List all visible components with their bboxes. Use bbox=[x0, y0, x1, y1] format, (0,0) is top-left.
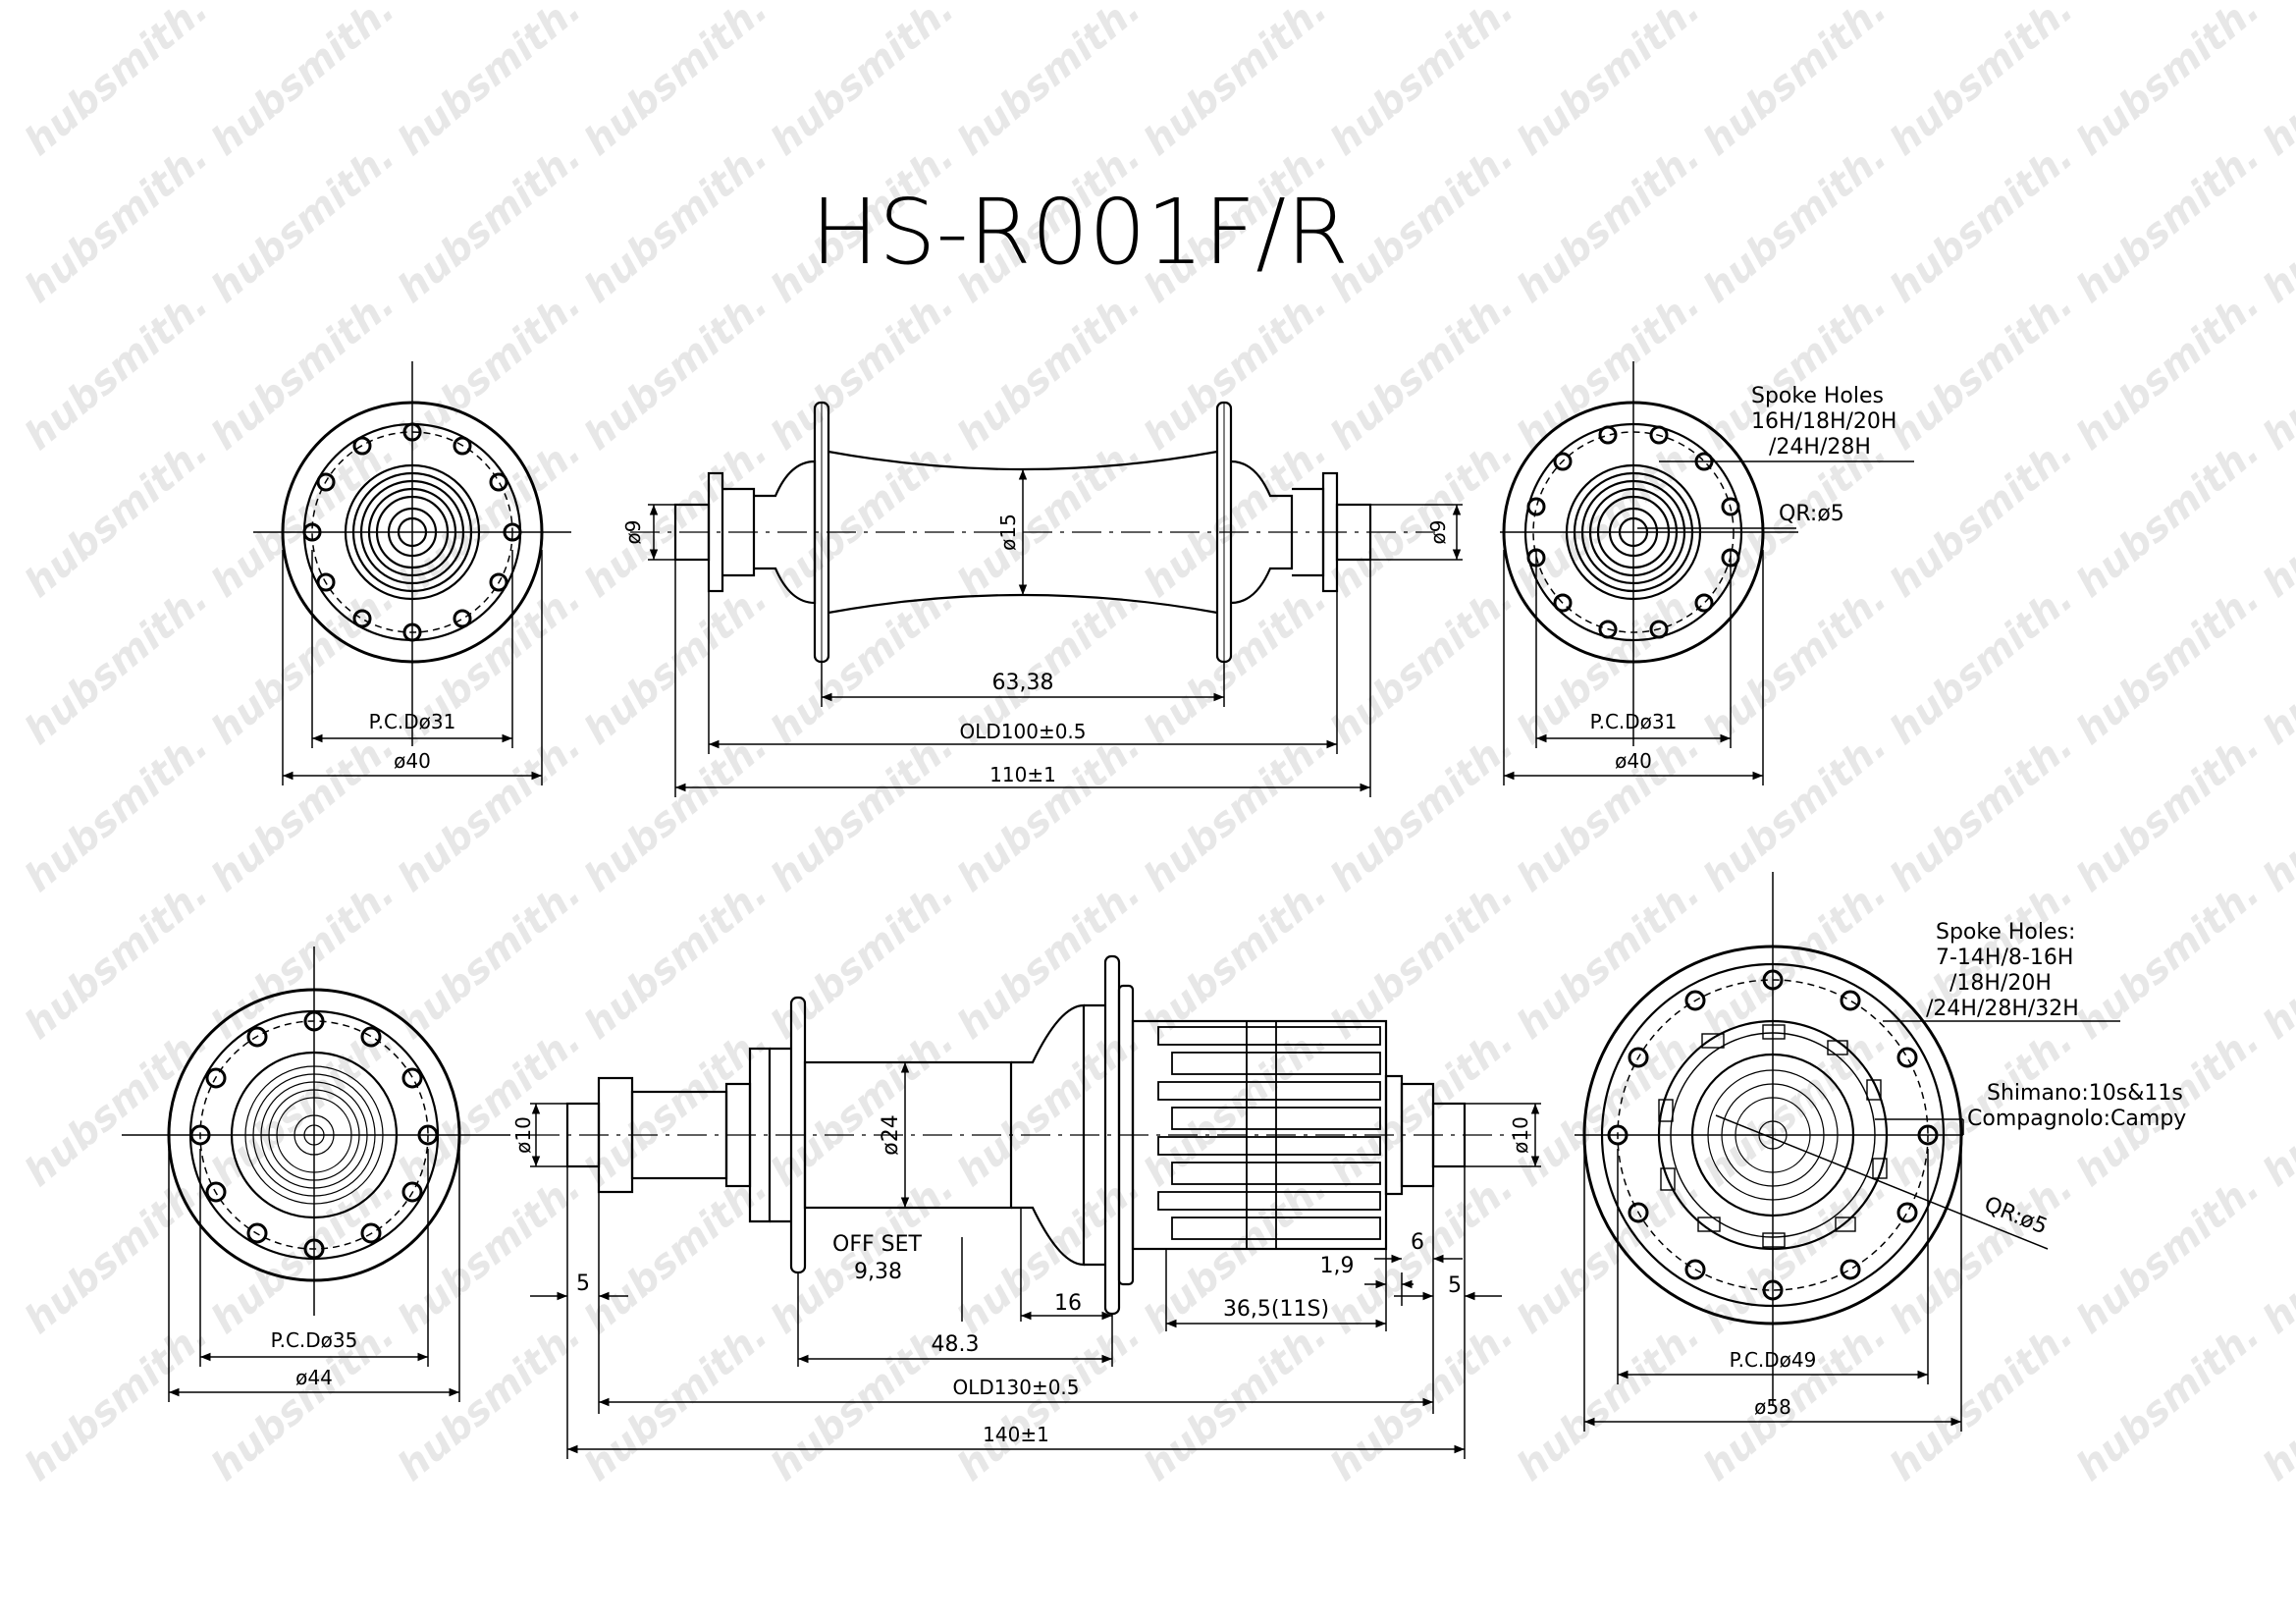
front-hub-side-view bbox=[630, 401, 1463, 797]
rear-right-diameter-label: ø58 bbox=[1754, 1395, 1791, 1419]
rear-old: OLD130±0.5 bbox=[952, 1376, 1079, 1399]
front-qr-label: QR:ø5 bbox=[1779, 502, 1844, 526]
front-right-pcd-label: P.C.Dø31 bbox=[1590, 710, 1678, 733]
front-left-pcd-label: P.C.Dø31 bbox=[369, 710, 456, 733]
rear-axle-right-dia: ø10 bbox=[1509, 1116, 1532, 1154]
spoke-holes bbox=[302, 422, 522, 642]
front-left-flange-view bbox=[253, 361, 571, 785]
rear-spoke-holes-line3: /24H/28H/32H bbox=[1926, 997, 2079, 1021]
rear-left-pcd-label: P.C.Dø35 bbox=[271, 1328, 358, 1352]
rear-dim-5-right: 5 bbox=[1448, 1273, 1462, 1298]
rear-dim-1-9: 1,9 bbox=[1320, 1254, 1355, 1278]
rear-right-flange-view bbox=[1575, 872, 2120, 1432]
drawing-title: HS-R001F/R bbox=[811, 180, 1349, 285]
rear-hub-side-view bbox=[530, 954, 1541, 1459]
front-axle-right-dia: ø9 bbox=[1426, 520, 1450, 545]
front-right-flange-view bbox=[1500, 361, 1914, 785]
rear-left-flange-view bbox=[122, 947, 510, 1402]
rear-offset-value: 9,38 bbox=[854, 1260, 902, 1284]
front-old: OLD100±0.5 bbox=[959, 720, 1086, 743]
rear-spoke-holes-line2: /18H/20H bbox=[1949, 971, 2052, 996]
front-spoke-holes-title: Spoke Holes bbox=[1751, 384, 1884, 408]
spoke-holes bbox=[1607, 969, 1939, 1301]
rear-offset-label: OFF SET bbox=[832, 1232, 922, 1257]
rear-right-pcd-label: P.C.Dø49 bbox=[1730, 1348, 1817, 1372]
front-overall: 110±1 bbox=[989, 763, 1056, 786]
rear-dim-5-left: 5 bbox=[576, 1271, 590, 1296]
front-right-diameter-label: ø40 bbox=[1615, 749, 1652, 773]
rear-dim-36: 36,5(11S) bbox=[1223, 1297, 1329, 1322]
front-spoke-holes-line2: /24H/28H bbox=[1769, 435, 1871, 460]
rear-overall: 140±1 bbox=[983, 1423, 1049, 1446]
rear-dim-16: 16 bbox=[1054, 1291, 1082, 1316]
rear-freehub-line2: Compagnolo:Campy bbox=[1967, 1107, 2186, 1131]
rear-freehub-line1: Shimano:10s&11s bbox=[1987, 1081, 2183, 1106]
front-axle-left-dia: ø9 bbox=[621, 520, 645, 545]
rear-dim-48: 48.3 bbox=[932, 1332, 980, 1357]
freehub-splines bbox=[1157, 1021, 1381, 1249]
spoke-holes bbox=[189, 1010, 439, 1260]
front-spoke-holes-line1: 16H/18H/20H bbox=[1751, 409, 1896, 434]
front-body-dia: ø15 bbox=[996, 514, 1020, 551]
front-left-diameter-label: ø40 bbox=[394, 749, 431, 773]
rear-dim-6: 6 bbox=[1411, 1230, 1424, 1255]
rear-spoke-holes-line1: 7-14H/8-16H bbox=[1936, 946, 2073, 970]
rear-body-dia: ø24 bbox=[879, 1114, 903, 1155]
front-flange-spacing: 63,38 bbox=[992, 671, 1054, 695]
rear-left-diameter-label: ø44 bbox=[295, 1366, 333, 1389]
freehub-lugs bbox=[1658, 1024, 1888, 1248]
rear-spoke-holes-title: Spoke Holes: bbox=[1936, 920, 2075, 945]
rear-axle-left-dia: ø10 bbox=[511, 1116, 535, 1154]
